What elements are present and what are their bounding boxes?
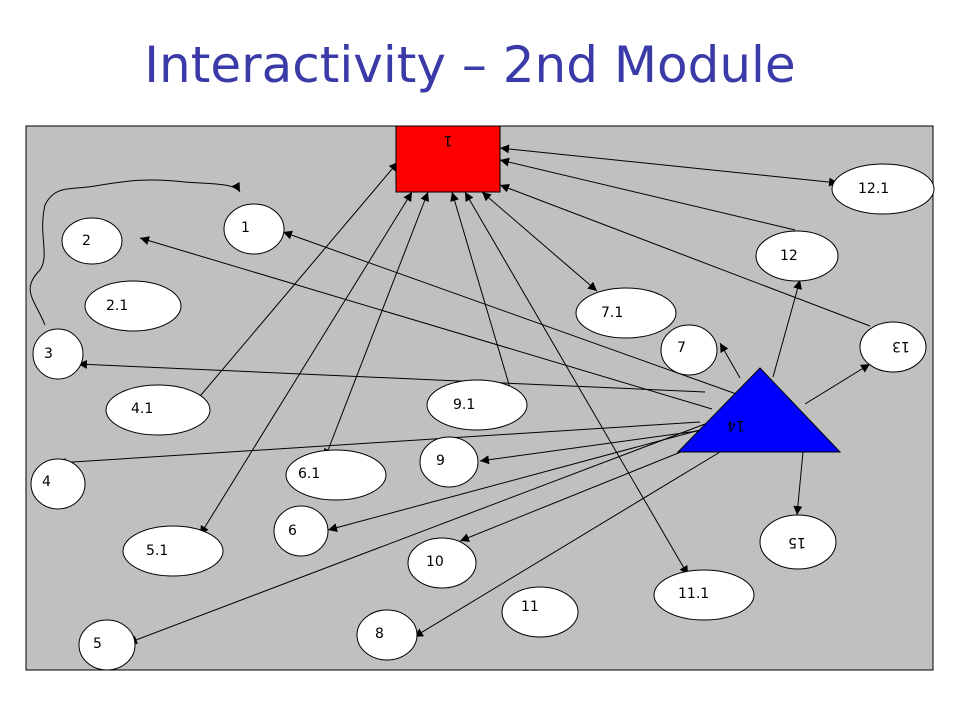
node-6-label: 6 bbox=[288, 523, 297, 539]
node-13[interactable]: 13 bbox=[859, 321, 927, 373]
node-15-label: 15 bbox=[788, 534, 806, 550]
node-9-label: 9 bbox=[436, 453, 445, 469]
hub-triangle-label: 14 bbox=[727, 417, 745, 433]
node-1[interactable]: 1 bbox=[223, 203, 285, 255]
node-4-label: 4 bbox=[42, 474, 51, 490]
node-15[interactable]: 15 bbox=[759, 514, 837, 570]
edge-sq-n11_1 bbox=[464, 191, 689, 576]
node-5-1-label: 5.1 bbox=[146, 543, 168, 559]
node-9-1-label: 9.1 bbox=[453, 397, 475, 413]
node-7-1-label: 7.1 bbox=[601, 305, 623, 321]
hub-square-label: 1 bbox=[444, 132, 453, 148]
edge-n14-n4 bbox=[56, 421, 701, 467]
node-6-1-label: 6.1 bbox=[298, 466, 320, 482]
node-11-1-label: 11.1 bbox=[678, 586, 709, 602]
edge-sq-n4_1 bbox=[189, 161, 399, 409]
hub-square-node[interactable]: 1 bbox=[395, 125, 501, 193]
edge-n14-n8 bbox=[413, 451, 721, 638]
node-2-1-label: 2.1 bbox=[106, 298, 128, 314]
page-title: Interactivity – 2nd Module bbox=[144, 36, 796, 94]
node-12[interactable]: 12 bbox=[755, 230, 839, 282]
node-4-1[interactable]: 4.1 bbox=[105, 384, 211, 436]
edge-n14-n6 bbox=[327, 429, 701, 533]
node-7[interactable]: 7 bbox=[660, 324, 718, 376]
edge-n14-n1 bbox=[282, 230, 743, 397]
node-2-label: 2 bbox=[82, 233, 91, 249]
node-1-label: 1 bbox=[241, 220, 250, 236]
edge-n14-n7 bbox=[719, 342, 741, 379]
edges-layer bbox=[56, 144, 871, 645]
node-7-label: 7 bbox=[677, 340, 686, 356]
node-9[interactable]: 9 bbox=[419, 436, 479, 488]
node-3[interactable]: 3 bbox=[32, 328, 84, 380]
node-12-1[interactable]: 12.1 bbox=[831, 163, 935, 215]
node-2-1[interactable]: 2.1 bbox=[84, 280, 182, 332]
node-5-label: 5 bbox=[93, 636, 102, 652]
node-8[interactable]: 8 bbox=[356, 609, 418, 661]
edge-n14-n5 bbox=[127, 423, 706, 645]
node-5-1[interactable]: 5.1 bbox=[122, 525, 224, 577]
node-9-1[interactable]: 9.1 bbox=[426, 379, 528, 431]
node-4-1-label: 4.1 bbox=[131, 401, 153, 417]
edge-n14-n10 bbox=[459, 440, 709, 542]
node-10[interactable]: 10 bbox=[407, 537, 477, 589]
node-12-1-label: 12.1 bbox=[858, 181, 889, 197]
node-11-label: 11 bbox=[521, 599, 539, 615]
node-11-1[interactable]: 11.1 bbox=[653, 569, 755, 621]
node-5[interactable]: 5 bbox=[78, 619, 136, 671]
node-12-label: 12 bbox=[780, 248, 798, 264]
node-6-1[interactable]: 6.1 bbox=[285, 449, 387, 501]
edge-n14-n2 bbox=[139, 236, 713, 410]
edge-n14-n3 bbox=[77, 359, 706, 393]
node-7-1[interactable]: 7.1 bbox=[575, 287, 677, 339]
node-13-label: 13 bbox=[892, 338, 910, 354]
edge-sq-n12_1 bbox=[499, 144, 839, 187]
node-8-label: 8 bbox=[375, 626, 384, 642]
node-3-label: 3 bbox=[44, 346, 53, 362]
node-6[interactable]: 6 bbox=[273, 505, 329, 557]
hub-triangle-node[interactable]: 14 bbox=[676, 367, 842, 453]
edge-n14-n9 bbox=[479, 429, 706, 465]
node-11[interactable]: 11 bbox=[501, 586, 579, 638]
node-10-label: 10 bbox=[426, 554, 444, 570]
edge-n14-n13 bbox=[804, 363, 871, 405]
edge-n14-n12 bbox=[772, 279, 802, 378]
hand-drawn-connector bbox=[29, 179, 241, 326]
edge-n14-n15 bbox=[793, 451, 804, 516]
node-4[interactable]: 4 bbox=[30, 458, 86, 510]
node-2[interactable]: 2 bbox=[61, 217, 123, 265]
